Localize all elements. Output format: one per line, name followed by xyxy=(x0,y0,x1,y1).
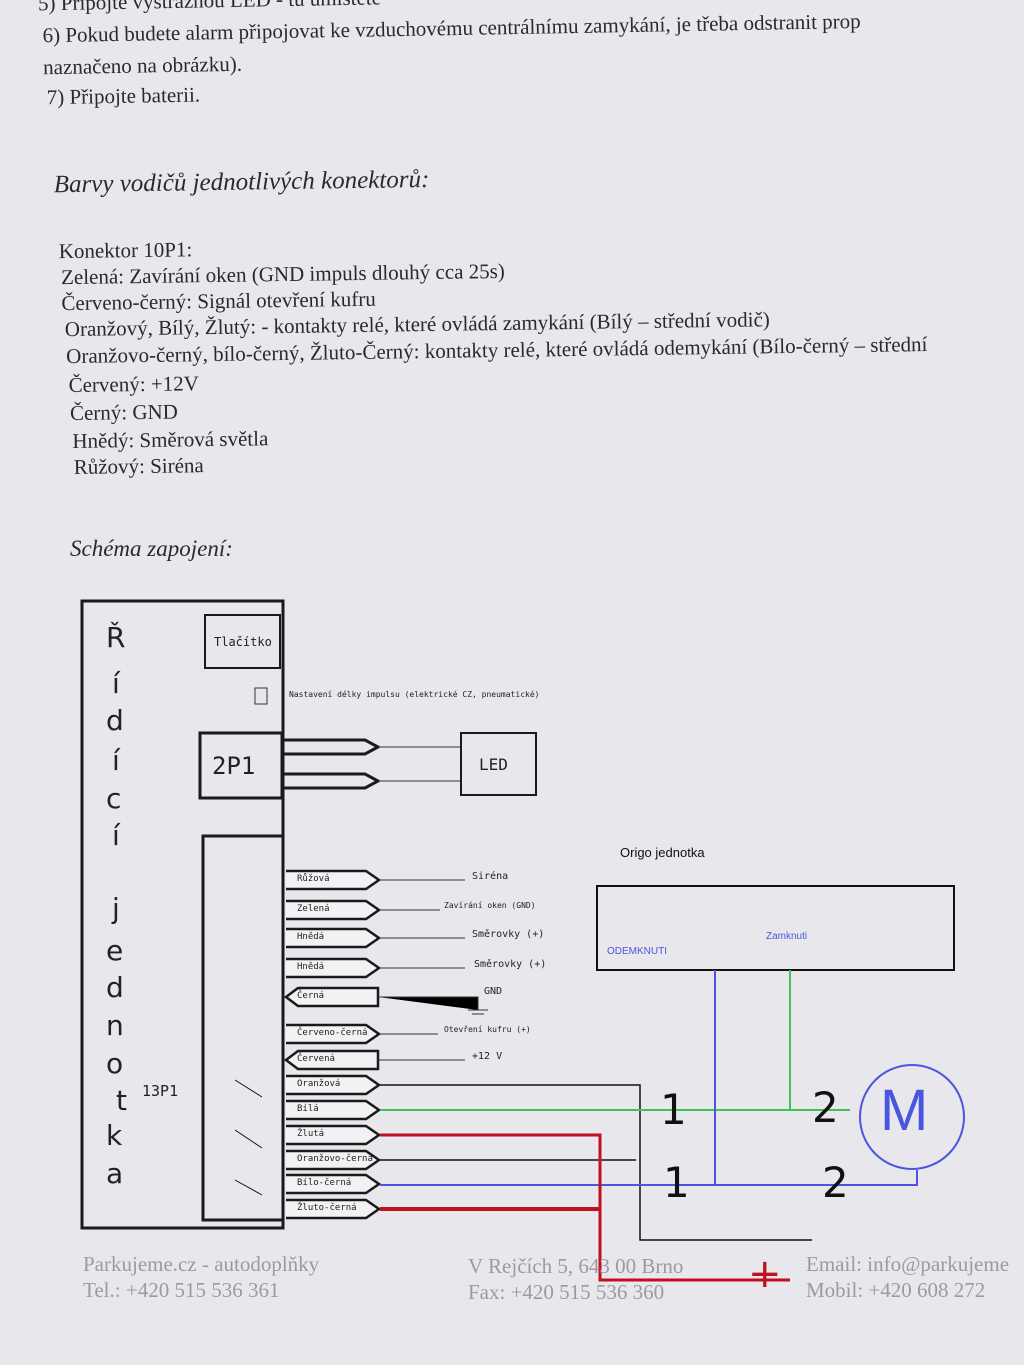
wire-label: Černá xyxy=(297,991,325,1001)
wire-connector-arrow xyxy=(286,1124,382,1146)
wire-label: Zelená xyxy=(297,904,330,914)
wire-connector-arrow xyxy=(286,1173,382,1195)
unit-letter: t xyxy=(116,1084,127,1117)
terminal-2-lock: 2 xyxy=(812,1083,839,1132)
unit-letter: í xyxy=(112,744,120,777)
wire-label: Červená xyxy=(297,1054,335,1064)
footer-address: V Rejčích 5, 643 00 Brno xyxy=(468,1254,684,1278)
wire-target: Otevření kufru (+) xyxy=(444,1025,531,1034)
connector-13p1-label: 13P1 xyxy=(142,1082,179,1100)
button-label: Tlačítko xyxy=(214,635,272,649)
origo-unit-box xyxy=(596,885,955,971)
wire-label: Žlutá xyxy=(297,1129,325,1139)
wire-label: Růžová xyxy=(297,874,330,884)
wire-connector-arrow xyxy=(286,1023,382,1045)
wire-label: Oranžová xyxy=(297,1079,341,1089)
terminal-1-lock: 1 xyxy=(660,1085,687,1134)
wire-label: Bílo-černá xyxy=(297,1178,352,1188)
origo-lock-label: Zamknuti xyxy=(766,931,808,942)
wire-label: Žluto-černá xyxy=(297,1203,357,1213)
footer-company: Parkujeme.cz - autodoplňky xyxy=(83,1252,320,1276)
footer-fax: Fax: +420 515 536 360 xyxy=(468,1280,665,1304)
unit-letter: d xyxy=(106,704,124,737)
led-box xyxy=(460,732,537,796)
wire-connector-arrow xyxy=(286,1198,382,1220)
wire-target: Siréna xyxy=(472,871,509,882)
wire-label: Bílá xyxy=(297,1104,319,1114)
dip-switch-icon xyxy=(254,687,268,705)
unit-letter: n xyxy=(106,1009,124,1042)
wire-label: Oranžovo-černá xyxy=(297,1154,373,1164)
unit-letter: o xyxy=(106,1047,124,1080)
unit-letter: Ř xyxy=(106,621,126,654)
motor-circle xyxy=(859,1064,965,1170)
wire-label: Hnědá xyxy=(297,962,325,972)
setting-label: Nastavení délky impulsu (elektrické CZ, … xyxy=(289,690,540,699)
wire-connector-arrow xyxy=(286,1099,382,1121)
wire-connector-arrow xyxy=(286,1074,382,1096)
unit-letter: e xyxy=(106,934,124,967)
unit-letter: k xyxy=(106,1119,123,1152)
unit-letter: a xyxy=(106,1157,124,1190)
wire-connector-arrow xyxy=(286,1149,382,1171)
wire-connector-arrow xyxy=(283,986,380,1008)
footer-tel: Tel.: +420 515 536 361 xyxy=(83,1278,280,1302)
plus-mark: + xyxy=(748,1251,782,1297)
unit-letter: í xyxy=(112,819,120,852)
button-box xyxy=(204,614,281,669)
wire-connector-arrow xyxy=(283,1049,380,1071)
unit-letter: í xyxy=(112,667,120,700)
wire-target: Směrovky (+) xyxy=(474,959,547,970)
wire-label: Hnědá xyxy=(297,932,325,942)
footer-mobil: Mobil: +420 608 272 xyxy=(806,1278,986,1302)
led-label: LED xyxy=(479,755,508,774)
wire-target: GND xyxy=(484,986,503,997)
wire-target: Směrovky (+) xyxy=(472,929,545,940)
wire-connector-arrow xyxy=(286,927,382,949)
motor-icon: M xyxy=(880,1078,929,1143)
wire-label: Červeno-černá xyxy=(297,1028,368,1038)
unit-letter: j xyxy=(112,892,120,925)
wire-target: Zavírání oken (GND) xyxy=(444,901,536,910)
2p1-arrows xyxy=(283,738,382,790)
terminal-2-unlock: 2 xyxy=(822,1158,849,1207)
unit-letter: d xyxy=(106,971,124,1004)
wire-connector-arrow xyxy=(286,899,382,921)
wire-connector-arrow xyxy=(286,957,382,979)
footer-email: Email: info@parkujeme xyxy=(806,1252,1010,1276)
origo-unlock-label: ODEMKNUTI xyxy=(607,946,667,957)
schema-heading: Schéma zapojení: xyxy=(70,536,233,561)
wire-target: +12 V xyxy=(472,1051,503,1062)
origo-title: Origo jednotka xyxy=(620,845,705,860)
connector-2p1-box xyxy=(198,731,284,800)
unit-letter: c xyxy=(106,782,122,815)
terminal-1-unlock: 1 xyxy=(663,1158,690,1207)
connector-13p1-box xyxy=(201,834,285,1222)
wire-connector-arrow xyxy=(286,869,382,891)
connector-2p1-label: 2P1 xyxy=(212,752,256,780)
